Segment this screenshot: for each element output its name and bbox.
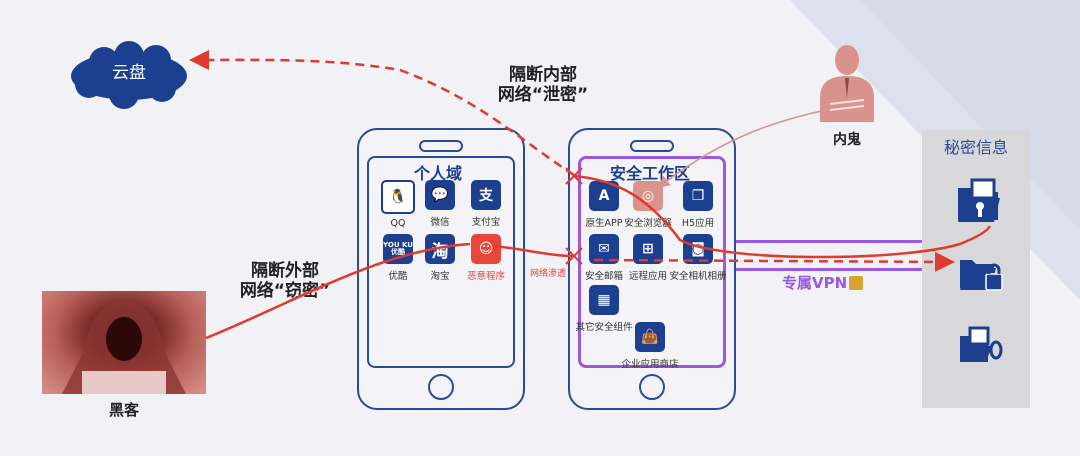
app-label: 远程应用 (628, 271, 667, 282)
qq-penguin-icon: 🐧 (381, 180, 415, 214)
penetration-label: 网络渗透 (530, 269, 567, 279)
internal-leak-label: 隔断内部 网络“泄密” (478, 65, 608, 105)
browser-icon: ◎ (633, 181, 663, 211)
app-label: 安全邮箱 (584, 271, 623, 282)
home-button[interactable] (428, 374, 454, 400)
taobao-icon: 淘 (425, 234, 455, 264)
secret-info-panel: 秘密信息 (922, 130, 1030, 408)
app-label: 其它安全组件 (575, 322, 633, 333)
vpn-text: 专属VPN (782, 274, 848, 292)
home-button[interactable] (639, 374, 665, 400)
malware-mask-icon: ☺ (471, 234, 501, 264)
app-alipay[interactable]: 支 支付宝 (456, 180, 516, 228)
external-theft-line2: 网络“窃密” (239, 280, 331, 301)
h5-windows-icon: ❐ (683, 181, 713, 211)
app-label: 微信 (430, 217, 450, 228)
youku-icon: YOU KU 优酷 (383, 234, 413, 264)
alipay-icon: 支 (471, 180, 501, 210)
cloud-icon (71, 41, 187, 109)
app-label: QQ (390, 218, 406, 229)
windows-logo-icon: ⊞ (633, 234, 663, 264)
locked-folder-keyhole-icon (958, 178, 1000, 222)
app-components[interactable]: ▦ 其它安全组件 (574, 285, 634, 333)
phone-speaker (630, 140, 674, 152)
app-malware[interactable]: ☺ 恶意程序 (456, 234, 516, 282)
internal-leak-line1: 隔断内部 (509, 65, 577, 85)
insider-label: 内鬼 (833, 132, 861, 148)
hooded-figure-icon (62, 301, 186, 394)
secret-info-title: 秘密信息 (943, 138, 1008, 157)
app-qq[interactable]: 🐧 QQ (368, 180, 428, 229)
external-theft-line1: 隔断外部 (251, 261, 319, 281)
internal-leak-line2: 网络“泄密” (497, 84, 589, 105)
app-label: 支付宝 (471, 217, 501, 228)
phone-speaker (419, 140, 463, 152)
app-h5[interactable]: ❐ H5应用 (668, 181, 728, 229)
app-label: 企业应用商店 (621, 359, 679, 370)
shopping-bag-icon: 👜 (635, 322, 665, 352)
external-theft-label: 隔断外部 网络“窃密” (215, 261, 355, 301)
insider-figure-icon (820, 45, 874, 122)
mail-icon: ✉ (589, 234, 619, 264)
wechat-icon: 💬 (425, 180, 455, 210)
app-label: 安全相机相册 (669, 271, 727, 282)
folder-lock-icon (960, 260, 1003, 291)
hacker-image (42, 291, 206, 394)
vpn-line-bottom (728, 268, 922, 271)
camera-icon: ◙ (683, 234, 713, 264)
app-label: 恶意程序 (466, 271, 505, 282)
folder-document-icon (960, 326, 1003, 362)
app-store-icon: A (589, 181, 619, 211)
vpn-label: 专属VPN (782, 272, 864, 293)
hacker-label: 黑客 (108, 401, 139, 419)
app-wechat[interactable]: 💬 微信 (410, 180, 470, 228)
components-icon: ▦ (589, 285, 619, 315)
app-camera[interactable]: ◙ 安全相机相册 (668, 234, 728, 282)
padlock-icon (849, 276, 864, 290)
app-enterprise-store[interactable]: 👜 企业应用商店 (620, 322, 680, 370)
cloud-label: 云盘 (112, 63, 146, 83)
vpn-line-top (728, 240, 922, 243)
app-label: H5应用 (681, 218, 715, 229)
